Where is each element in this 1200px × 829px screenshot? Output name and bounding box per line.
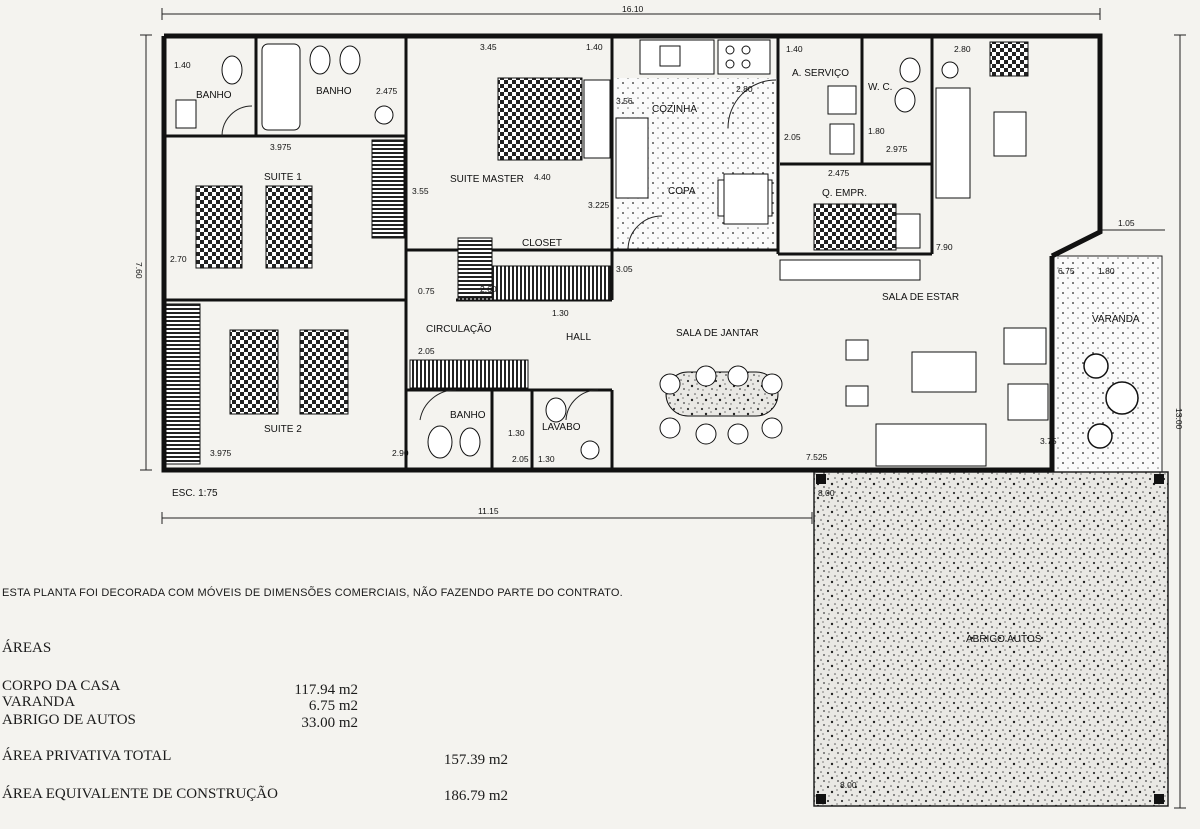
room-label-abrigo-autos: ABRIGO AUTOS — [966, 634, 1042, 645]
carport-column — [1154, 474, 1164, 484]
room-label-suite-2: SUITE 2 — [264, 424, 302, 435]
dimension: 2.475 — [828, 168, 850, 178]
dimension: 8.00 — [840, 780, 857, 790]
private-total-label: ÁREA PRIVATIVA TOTAL — [2, 748, 172, 764]
dimension: 2.975 — [886, 144, 908, 154]
door-swings — [221, 79, 777, 421]
wardrobe-suite-2 — [165, 303, 201, 465]
abrigo-autos-floor — [813, 471, 1169, 807]
room-label-wc: W. C. — [868, 82, 892, 93]
dimension: 8.00 — [818, 488, 835, 498]
dimension: 2.60 — [480, 284, 497, 294]
bed — [229, 329, 279, 415]
dimension: 3.975 — [270, 142, 292, 152]
dim-top-total: 16.10 — [622, 4, 644, 14]
dimension: 4.40 — [534, 172, 551, 182]
fireplace — [989, 41, 1029, 77]
dimension: 6.75 — [1058, 266, 1075, 276]
carport-column — [816, 474, 826, 484]
room-label-lavabo: LAVABO — [542, 422, 581, 433]
wardrobe-suite-1 — [371, 139, 405, 239]
dimension: 2.80 — [954, 44, 971, 54]
room-label-hall: HALL — [566, 332, 591, 343]
equivalent-area-value: 186.79 m2 — [443, 788, 508, 804]
room-label-circulacao: CIRCULAÇÃO — [426, 322, 492, 335]
closet-shelves — [457, 237, 493, 299]
area-label: VARANDA — [2, 694, 76, 710]
area-value: 6.75 m2 — [308, 698, 358, 714]
room-label-suite-1: SUITE 1 — [264, 172, 302, 183]
bed — [299, 329, 349, 415]
dimension: 7.90 — [936, 242, 953, 252]
dimension: 3.55 — [412, 186, 429, 196]
dimension: 1.40 — [586, 42, 603, 52]
bed — [497, 77, 583, 161]
room-label-a-servico: A. SERVIÇO — [792, 68, 849, 79]
room-label-varanda: VARANDA — [1092, 314, 1140, 325]
room-label-banho: BANHO — [450, 410, 486, 421]
room-label-banho: BANHO — [316, 86, 352, 97]
dimension: 2.475 — [376, 86, 398, 96]
area-row: VARANDA — [2, 694, 75, 711]
dimension: 3.45 — [480, 42, 497, 52]
dimension: 3.56 — [616, 96, 633, 106]
room-label-sala-estar: SALA DE ESTAR — [882, 292, 959, 303]
bed — [195, 185, 243, 269]
dimension: 3.225 — [588, 200, 610, 210]
dimension: 1.80 — [1098, 266, 1115, 276]
living-furniture — [779, 87, 1049, 467]
circulation-cabinet — [409, 359, 529, 389]
carport-column — [1154, 794, 1164, 804]
area-value: 33.00 m2 — [301, 715, 358, 731]
scale-label: ESC. 1:75 — [172, 488, 218, 499]
dim-left-height: 7.60 — [134, 262, 144, 279]
dimension: 1.30 — [552, 308, 569, 318]
dimension: 2.80 — [736, 84, 753, 94]
dimension: 3.75 — [1040, 436, 1057, 446]
dimension: 2.05 — [512, 454, 529, 464]
room-label-cozinha: COZINHA — [652, 104, 697, 115]
area-label: CORPO DA CASA — [2, 678, 121, 694]
dimension: 1.40 — [786, 44, 803, 54]
exterior-walls — [161, 33, 1103, 473]
room-label-banho: BANHO — [196, 90, 232, 101]
bathroom-fixtures — [175, 43, 959, 460]
dimension: 2.05 — [784, 132, 801, 142]
terrace-furniture — [1083, 353, 1139, 449]
private-total-value: 157.39 m2 — [443, 752, 508, 768]
room-label-suite-master: SUITE MASTER — [450, 174, 524, 185]
copa-table — [723, 173, 769, 225]
dimension: 1.30 — [508, 428, 525, 438]
dim-bottom-total: 11.15 — [478, 506, 499, 516]
dimension: 2.05 — [418, 346, 435, 356]
dimension: 1.40 — [174, 60, 191, 70]
room-label-copa: COPA — [668, 186, 696, 197]
dim-right-offset: 1.05 — [1118, 218, 1135, 228]
dimension: 7.525 — [806, 452, 828, 462]
room-label-closet: CLOSET — [522, 238, 562, 249]
area-row: CORPO DA CASA — [2, 678, 120, 695]
carport-column — [816, 794, 826, 804]
dimension: 2.70 — [170, 254, 187, 264]
dimension-lines — [140, 8, 1186, 809]
areas-heading: ÁREAS — [2, 640, 52, 656]
dining-table — [659, 365, 783, 445]
dimension: 3.05 — [616, 264, 633, 274]
room-label-q-empr: Q. EMPR. — [822, 188, 867, 199]
area-row: ABRIGO DE AUTOS — [2, 712, 136, 729]
dimension: 1.80 — [868, 126, 885, 136]
dimension: 1.30 — [538, 454, 555, 464]
dimension: 2.90 — [392, 448, 409, 458]
bed — [813, 203, 897, 251]
dim-right-height: 13.00 — [1174, 408, 1184, 430]
room-label-sala-jantar: SALA DE JANTAR — [676, 328, 759, 339]
dimension: 0.75 — [418, 286, 435, 296]
area-label: ABRIGO DE AUTOS — [2, 712, 136, 728]
furniture-note: ESTA PLANTA FOI DECORADA COM MÓVEIS DE D… — [2, 587, 623, 599]
dimension: 3.975 — [210, 448, 232, 458]
area-value: 117.94 m2 — [294, 682, 358, 698]
bed — [265, 185, 313, 269]
equivalent-area-label: ÁREA EQUIVALENTE DE CONSTRUÇÃO — [2, 786, 278, 802]
